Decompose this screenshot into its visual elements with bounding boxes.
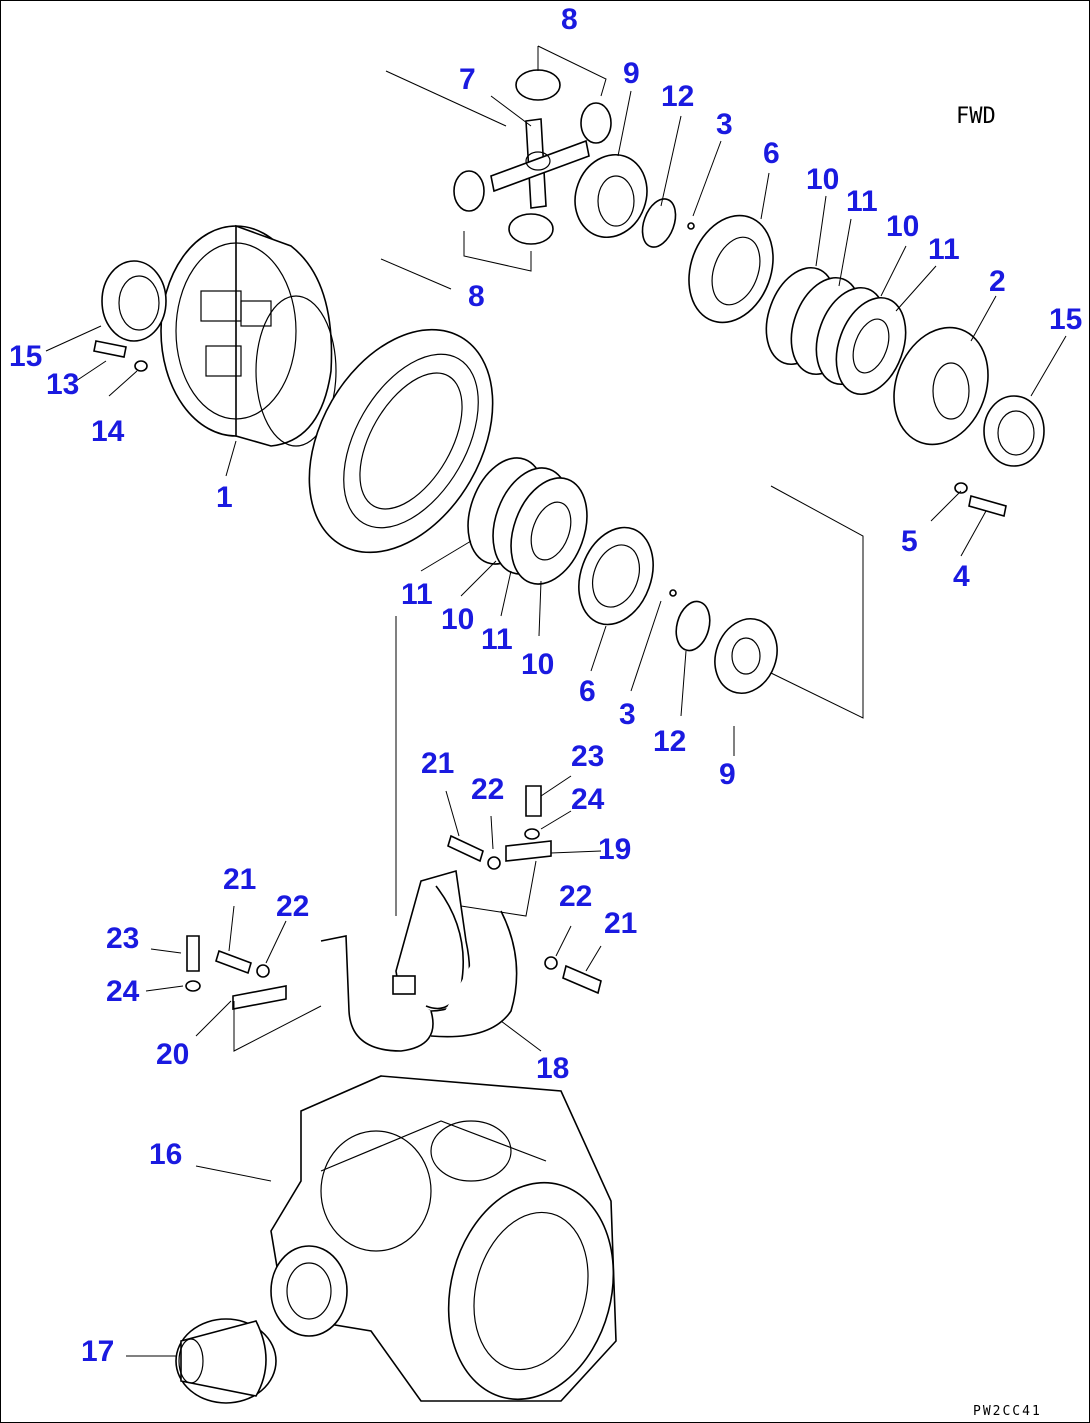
callout-22-right: 22 bbox=[559, 880, 592, 913]
callout-labels: 8 7 9 12 3 6 10 11 10 11 2 15 15 13 14 8… bbox=[9, 3, 1082, 1368]
forward-label: FWD bbox=[956, 104, 996, 129]
pin-3-lower bbox=[669, 589, 677, 597]
fasteners-right bbox=[544, 956, 602, 995]
upper-clutch-discs bbox=[765, 266, 907, 396]
diagram-code: PW2CC41 bbox=[973, 1404, 1042, 1419]
bolt-13 bbox=[93, 340, 127, 358]
differential-case bbox=[160, 224, 337, 447]
bearing-right bbox=[983, 395, 1045, 467]
callout-24-upper: 24 bbox=[571, 783, 605, 816]
callout-10-upper-b: 10 bbox=[886, 210, 919, 243]
callout-6-upper: 6 bbox=[763, 137, 780, 170]
callout-1: 1 bbox=[216, 481, 233, 514]
callout-8-top: 8 bbox=[561, 3, 578, 36]
callout-20: 20 bbox=[156, 1038, 189, 1071]
callout-11-lower-b: 11 bbox=[481, 623, 513, 656]
callout-8-bottom: 8 bbox=[468, 280, 485, 313]
callout-9-lower: 9 bbox=[719, 758, 736, 791]
callout-2: 2 bbox=[989, 265, 1006, 298]
bolt-4 bbox=[968, 494, 1007, 518]
fasteners-left bbox=[185, 935, 270, 992]
callout-11-upper-a: 11 bbox=[846, 185, 878, 218]
callout-14: 14 bbox=[91, 415, 125, 448]
callout-24-left: 24 bbox=[106, 975, 140, 1008]
callout-15-left: 15 bbox=[9, 340, 42, 373]
callout-3-lower: 3 bbox=[619, 698, 636, 731]
clutch-hub-lower bbox=[578, 526, 654, 626]
callout-17: 17 bbox=[81, 1335, 114, 1368]
callout-10-lower-a: 10 bbox=[441, 603, 474, 636]
bearing-cap-assembly bbox=[232, 840, 552, 1052]
callout-15-right: 15 bbox=[1049, 303, 1082, 336]
callout-6-lower: 6 bbox=[579, 675, 596, 708]
callout-22-upper: 22 bbox=[471, 773, 504, 806]
ring-gear bbox=[308, 328, 494, 554]
callout-5: 5 bbox=[901, 525, 918, 558]
callout-21-right: 21 bbox=[604, 907, 637, 940]
washer-5 bbox=[954, 482, 968, 494]
callout-23-upper: 23 bbox=[571, 740, 604, 773]
callout-18: 18 bbox=[536, 1052, 569, 1085]
side-gear-lower bbox=[714, 618, 778, 694]
callout-4: 4 bbox=[953, 560, 970, 593]
callout-12-lower: 12 bbox=[653, 725, 686, 758]
callout-21-left: 21 bbox=[223, 863, 256, 896]
callout-3-upper: 3 bbox=[716, 108, 733, 141]
callout-10-lower-b: 10 bbox=[521, 648, 554, 681]
case-cover bbox=[893, 326, 989, 446]
side-gear-upper bbox=[574, 153, 648, 239]
callout-19: 19 bbox=[598, 833, 631, 866]
fasteners-upper bbox=[447, 785, 542, 870]
pin-3-upper bbox=[687, 222, 695, 230]
lower-clutch-discs bbox=[467, 457, 588, 585]
snap-ring-lower bbox=[675, 600, 711, 652]
callout-11-upper-b: 11 bbox=[928, 233, 960, 266]
callout-12-upper: 12 bbox=[661, 80, 694, 113]
spider-cross bbox=[490, 118, 590, 209]
forward-arrow-icon: FWD bbox=[956, 104, 996, 129]
callout-leaders bbox=[45, 45, 1067, 1357]
callout-7: 7 bbox=[459, 63, 476, 96]
callout-23-left: 23 bbox=[106, 922, 139, 955]
callout-9-upper: 9 bbox=[623, 57, 640, 90]
snap-ring-upper bbox=[641, 198, 677, 248]
assembly-guide-pinion bbox=[380, 258, 452, 290]
callout-10-upper-a: 10 bbox=[806, 163, 839, 196]
assembly-guide-spider bbox=[385, 70, 507, 127]
washer-14 bbox=[134, 360, 148, 372]
axle-housing bbox=[270, 1075, 617, 1402]
callout-11-lower-a: 11 bbox=[401, 578, 433, 611]
callout-21-upper: 21 bbox=[421, 747, 454, 780]
assembly-guide-right bbox=[770, 485, 864, 719]
clutch-hub-upper bbox=[688, 214, 774, 324]
callout-22-left: 22 bbox=[276, 890, 309, 923]
pinion-gears-upper bbox=[453, 69, 612, 245]
bearing-left bbox=[101, 260, 167, 342]
callout-16: 16 bbox=[149, 1138, 182, 1171]
axle-sleeve bbox=[175, 1318, 277, 1404]
callout-13: 13 bbox=[46, 368, 79, 401]
